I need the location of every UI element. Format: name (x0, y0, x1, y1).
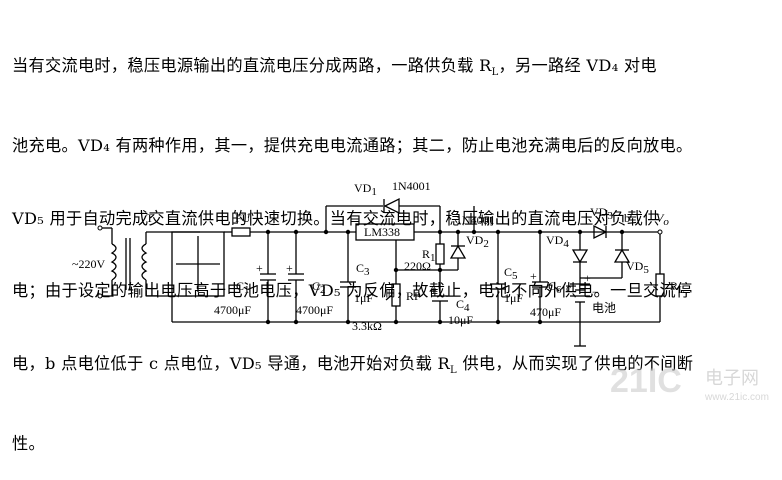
circuit-wires (100, 197, 665, 347)
rl-label: RL (670, 279, 685, 296)
c1-label: C1 (236, 279, 250, 296)
c1-plus: + (256, 261, 263, 275)
vd2-label: VD2 (466, 233, 489, 250)
r1-label: R1 (422, 247, 436, 264)
watermark-url: www.21ic.com (704, 392, 769, 403)
vd3-label: VD3 (590, 205, 613, 222)
circuit-diagram: ~220V T FU LM338 VD1 1N4001 1N4001 VD2 V… (72, 179, 769, 403)
c3-value: 1μF (354, 291, 373, 305)
regulator-label: LM338 (364, 225, 400, 239)
r1-value: 220Ω (404, 259, 431, 273)
text-line-6: 性。 (12, 433, 45, 453)
battery-plus: + (584, 271, 591, 285)
fuse-label: FU (235, 211, 251, 225)
text-line-5: 电，b 点电位低于 c 点电位，VD₅ 导通，电池开始对负载 RL 供电，从而实… (12, 354, 694, 377)
vd5-label: VD5 (626, 259, 649, 276)
c6-plus: + (530, 269, 537, 283)
node-b-label: b (624, 211, 630, 225)
c4-label: C4 (456, 297, 470, 314)
watermark-logo: 21IC 电子网 www.21ic.com (610, 362, 769, 403)
battery-label: 电池 (592, 301, 616, 315)
text-line-1: 当有交流电时，稳压电源输出的直流电压分成两路，一路供负载 RL，另一路经 VD₄… (12, 56, 657, 79)
c4-plus: + (430, 283, 437, 297)
watermark-brand: 21IC (610, 362, 682, 400)
vd1-label: VD1 (354, 181, 377, 198)
c6-label: C6 (548, 279, 562, 296)
c5-value: 1μF (504, 291, 523, 305)
c2-label: C2 (312, 279, 326, 296)
node-c-label: c (566, 281, 571, 295)
rp-label: RP (406, 289, 421, 303)
c4-value: 10μF (448, 313, 473, 327)
text-line-3: VD₅ 用于自动完成交直流供电的快速切换。当有交流电时，稳压输出的直流电压对负载… (12, 208, 660, 228)
transformer-label: T (146, 211, 154, 225)
circuit-nodes (97, 225, 663, 325)
ac-source-label: ~220V (72, 257, 105, 271)
vd2-part: 1N4001 (456, 213, 495, 227)
c2-value: 4700μF (296, 303, 333, 317)
c1-value: 4700μF (214, 303, 251, 317)
c2-plus: + (286, 261, 293, 275)
c6-value: 470μF (530, 305, 561, 319)
vd1-part: 1N4001 (392, 179, 431, 193)
c3-label: C3 (356, 261, 370, 278)
watermark-cn: 电子网 (705, 368, 759, 389)
text-line-2: 池充电。VD₄ 有两种作用，其一，提供充电电流通路；其二，防止电池充满电后的反向… (12, 136, 693, 156)
vo-label: Vo (656, 211, 669, 228)
rp-value: 3.3kΩ (352, 319, 382, 333)
vd4-label: VD4 (546, 233, 569, 250)
battery-minus: − (592, 285, 599, 299)
c5-label: C5 (504, 265, 518, 282)
